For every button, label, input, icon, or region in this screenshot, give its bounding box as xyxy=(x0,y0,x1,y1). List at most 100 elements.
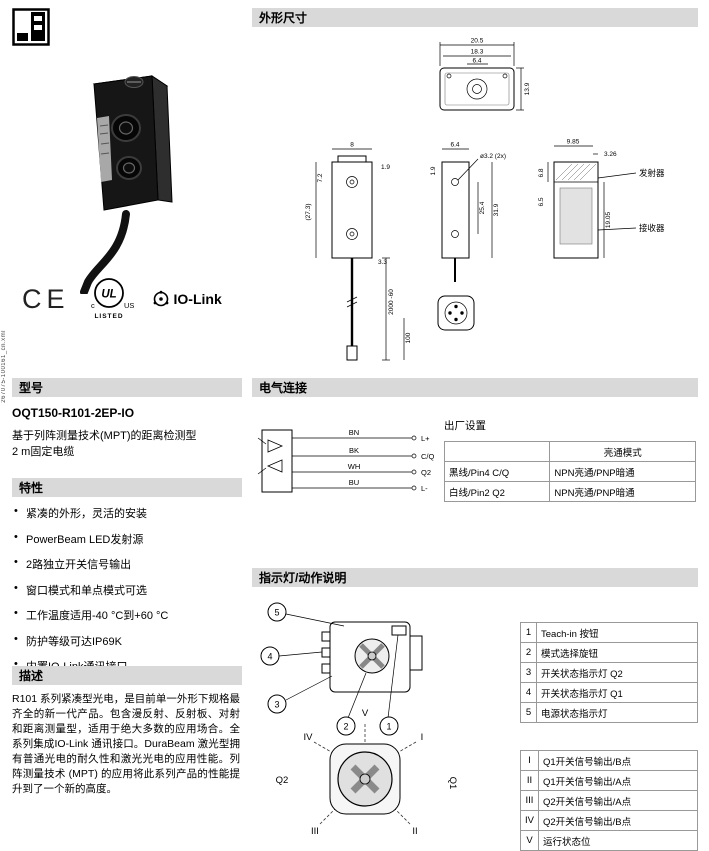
mode-text: Q2开关信号输出/A点 xyxy=(537,790,699,811)
model-description: 基于列阵测量技术(MPT)的距离检测型 2 m固定电缆 xyxy=(12,428,197,460)
ul-listed-mark: UL c US LISTED xyxy=(91,278,134,320)
dim-label: 13.9 xyxy=(524,82,531,95)
wire-terminal: L+ xyxy=(421,434,430,443)
model-number: OQT150-R101-2EP-IO xyxy=(12,406,135,420)
dim-label: 3.26 xyxy=(604,151,617,158)
mode-num: V xyxy=(520,830,539,851)
dim-label: 18.3 xyxy=(471,49,484,56)
wire-terminal: C/Q xyxy=(421,452,435,461)
wire-abbr: BK xyxy=(349,446,359,455)
callout-number: 5 xyxy=(274,608,279,618)
factory-cell: 黑线/Pin4 C/Q xyxy=(443,461,551,482)
wire-terminal: L- xyxy=(421,484,428,493)
legend-num: 1 xyxy=(520,622,537,643)
electrical-section: BN BK WH BU L+ C/Q Q2 L- 出厂设置 亮通模式 黑线/Pi… xyxy=(252,400,698,566)
dim-label: 8 xyxy=(350,142,354,149)
dim-label: 20.5 xyxy=(471,38,484,45)
factory-cell: NPN亮通/PNP暗通 xyxy=(549,481,696,502)
section-header-indicators: 指示灯/动作说明 xyxy=(252,568,698,587)
mode-num: III xyxy=(520,790,539,811)
callout-number: 3 xyxy=(274,700,279,710)
feature-item: 工作温度适用-40 °C到+60 °C xyxy=(14,607,168,623)
dim-label: 100 xyxy=(405,332,412,343)
wire-terminal: Q2 xyxy=(421,468,431,477)
io-link-icon xyxy=(153,290,168,307)
table-row: 白线/Pin2 Q2 NPN亮通/PNP暗通 xyxy=(443,481,696,502)
brand-logo xyxy=(12,8,50,46)
feature-item: PowerBeam LED发射源 xyxy=(14,531,168,547)
legend-text: 开关状态指示灯 Q2 xyxy=(536,662,698,683)
indicator-callout-diagram: 5 4 3 2 1 xyxy=(260,602,423,736)
dim-label: 19.05 xyxy=(605,211,612,228)
receiver-label: 接收器 xyxy=(639,223,665,233)
emitter-label: 发射器 xyxy=(639,168,665,178)
callout-number: 4 xyxy=(267,652,272,662)
legend-text: 模式选择旋钮 xyxy=(536,642,698,663)
callout-number: 2 xyxy=(343,722,348,732)
factory-cell: NPN亮通/PNP暗通 xyxy=(549,461,696,482)
factory-settings-caption: 出厂设置 xyxy=(444,420,486,432)
ul-c-text: c xyxy=(91,301,95,310)
wire-abbr: WH xyxy=(348,462,361,471)
section-header-dimensions: 外形尺寸 xyxy=(252,8,698,27)
legend-text: 开关状态指示灯 Q1 xyxy=(536,682,698,703)
dim-label: 9.85 xyxy=(567,139,580,146)
feature-item: 紧凑的外形，灵活的安装 xyxy=(14,505,168,521)
left-column: CE UL c US LISTED IO-Link 型号 OQT150-R101… xyxy=(12,8,242,833)
io-link-text: IO-Link xyxy=(173,291,222,307)
factory-settings: 出厂设置 亮通模式 黑线/Pin4 C/Q NPN亮通/PNP暗通 白线/Pin… xyxy=(443,418,696,502)
legend-num: 5 xyxy=(520,702,537,723)
legend-num: 3 xyxy=(520,662,537,683)
ul-listed-text: LISTED xyxy=(94,313,123,320)
legend-text: 电源状态指示灯 xyxy=(536,702,698,723)
dim-label: 3.3 xyxy=(378,259,387,266)
product-photo xyxy=(80,75,173,294)
table-row: 黑线/Pin4 C/Q NPN亮通/PNP暗通 xyxy=(443,461,696,482)
mode-text: 运行状态位 xyxy=(537,830,699,851)
mode-dial-diagram: V IV I III II Q2 Q1 xyxy=(276,708,458,837)
dim-label: 6.4 xyxy=(472,58,481,65)
legend-num: 2 xyxy=(520,642,537,663)
right-column: 外形尺寸 20.5 18.3 6.4 13.9 8 7.2 (27.3) 1.9 xyxy=(252,8,699,851)
dim-label: 7.2 xyxy=(317,173,324,182)
dim-label: 6.4 xyxy=(450,142,459,149)
table-row: 亮通模式 xyxy=(443,441,696,462)
dim-label: (27.3) xyxy=(305,204,312,221)
wire-abbr: BN xyxy=(349,428,359,437)
factory-col-header: 亮通模式 xyxy=(549,441,696,462)
mode-num: I xyxy=(520,750,539,771)
feature-item: 窗口模式和单点模式可选 xyxy=(14,582,168,598)
dial-pos-ii: II xyxy=(412,826,417,837)
section-header-features: 特性 xyxy=(12,478,242,497)
dim-label: 6.5 xyxy=(538,197,545,206)
ul-text: UL xyxy=(101,289,116,301)
dim-label: 2000 -60 xyxy=(388,289,395,315)
dim-label: 25.4 xyxy=(479,201,486,214)
dim-label: 1.9 xyxy=(381,164,390,171)
wiring-diagram: BN BK WH BU L+ C/Q Q2 L- xyxy=(257,428,435,493)
factory-cell: 白线/Pin2 Q2 xyxy=(443,481,551,502)
dial-pos-i: I xyxy=(421,732,424,743)
dial-pos-v: V xyxy=(362,708,369,719)
section-header-description: 描述 xyxy=(12,666,242,685)
section-header-model: 型号 xyxy=(12,378,242,397)
legend-num: 4 xyxy=(520,682,537,703)
io-link-logo: IO-Link xyxy=(152,290,222,308)
certification-row: CE UL c US LISTED IO-Link xyxy=(22,276,242,322)
dim-label: ø3.2 (2x) xyxy=(480,153,506,160)
feature-item: 防护等级可达IP69K xyxy=(14,633,168,649)
dial-label-q1: Q1 xyxy=(447,777,458,790)
factory-settings-table: 亮通模式 黑线/Pin4 C/Q NPN亮通/PNP暗通 白线/Pin2 Q2 … xyxy=(443,441,696,502)
model-description-line1: 基于列阵测量技术(MPT)的距离检测型 xyxy=(12,430,197,442)
mode-text: Q1开关信号输出/B点 xyxy=(537,750,699,771)
